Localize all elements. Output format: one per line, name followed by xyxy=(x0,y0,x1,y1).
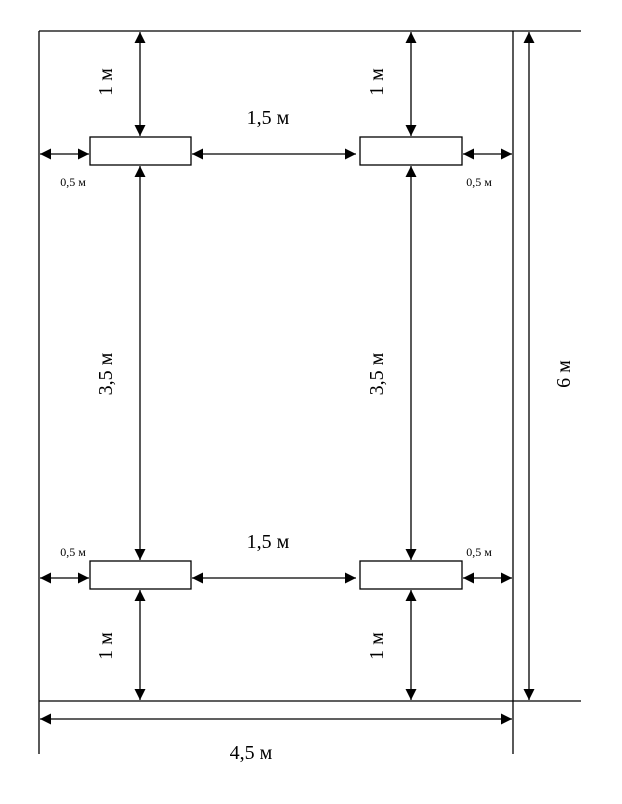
fixture-bottom-left xyxy=(89,560,192,590)
label-middle-left-vertical: 3,5 м xyxy=(95,352,117,395)
label-top-left-edge: 0,5 м xyxy=(60,175,86,189)
label-top-right-vertical: 1 м xyxy=(366,68,388,96)
fixture-top-right xyxy=(359,136,463,166)
label-middle-right-vertical: 3,5 м xyxy=(366,352,388,395)
fixture-bottom-right xyxy=(359,560,463,590)
label-bottom-left-edge: 0,5 м xyxy=(60,545,86,559)
label-total-width: 4,5 м xyxy=(230,742,273,764)
label-bottom-right-vertical: 1 м xyxy=(366,632,388,660)
label-total-height: 6 м xyxy=(553,360,575,388)
label-bottom-left-vertical: 1 м xyxy=(95,632,117,660)
label-top-left-vertical: 1 м xyxy=(95,68,117,96)
label-top-right-edge: 0,5 м xyxy=(466,175,492,189)
label-bottom-middle-horizontal: 1,5 м xyxy=(247,531,290,553)
label-top-middle-horizontal: 1,5 м xyxy=(247,107,290,129)
fixture-top-left xyxy=(89,136,192,166)
label-bottom-right-edge: 0,5 м xyxy=(466,545,492,559)
